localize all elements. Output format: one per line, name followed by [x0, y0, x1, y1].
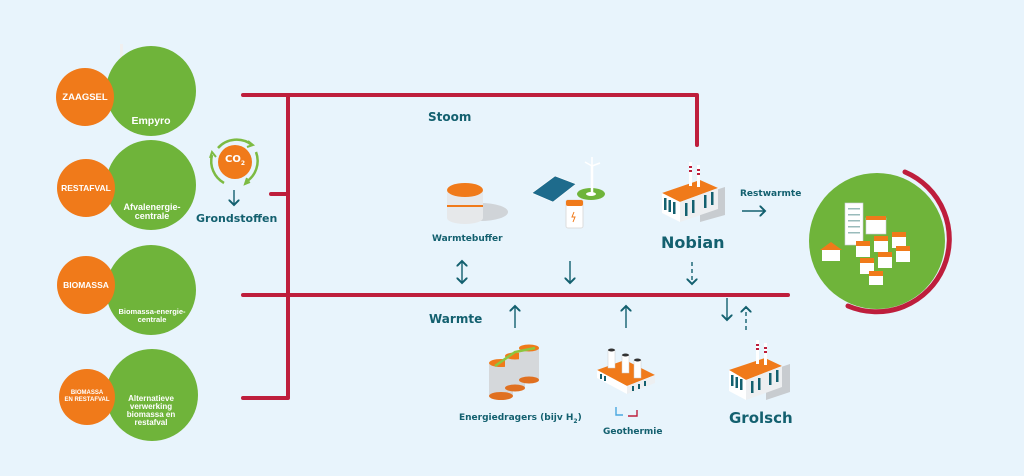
input-circle-restafval: RESTAFVAL [57, 159, 115, 217]
plant-label: Alternatieve verwerking biomassa en rest… [126, 394, 176, 427]
nobian-label: Nobian [661, 233, 725, 252]
plant-label: Afvalenergie- centrale [123, 202, 181, 221]
input-circle-biomassa-en-restafval: BIOMASSA EN RESTAFVAL [59, 369, 115, 425]
co2-label: CO2 [224, 154, 246, 167]
plant-circle-empyro [106, 46, 196, 136]
grondstoffen-label: Grondstoffen [196, 212, 278, 225]
geothermal-plant-icon [597, 348, 655, 417]
grolsch-factory-icon [729, 340, 790, 400]
grolsch-label: Grolsch [729, 409, 793, 427]
steam-pipe [241, 93, 699, 147]
input-label: ZAAGSEL [62, 91, 108, 103]
energy-carriers-label: Energiedragers (bijv H2) [459, 413, 582, 425]
plant-circle-afvalenergiecentrale [106, 140, 196, 230]
input-label: BIOMASSA [63, 280, 109, 290]
input-circle-zaagsel: ZAAGSEL [56, 68, 114, 126]
input-label: RESTAFVAL [61, 183, 111, 193]
plant-label: Empyro [131, 115, 171, 127]
plant-circle-alternatieve-verwerking [106, 349, 198, 441]
houses-icon [820, 202, 910, 285]
plant-circle-biomassa-energiecentrale [106, 245, 196, 335]
restwarmte-label: Restwarmte [740, 189, 802, 199]
steam-network-label: Stoom [428, 110, 472, 124]
energy-carrier-tanks-icon [489, 344, 539, 400]
input-circle-biomassa: BIOMASSA [57, 256, 115, 314]
heat-buffer-label: Warmtebuffer [432, 234, 503, 244]
heat-buffer-icon [447, 183, 508, 224]
geothermal-label: Geothermie [603, 427, 663, 437]
solar-wind-battery-icon [531, 157, 605, 229]
heat-network-label: Warmte [429, 312, 483, 326]
input-label: BIOMASSA EN RESTAFVAL [64, 390, 110, 403]
nobian-factory-icon [662, 162, 725, 222]
trunk-pipe [241, 93, 290, 400]
co2-cycle-icon [209, 138, 259, 205]
plant-label: Biomassa-energie- centrale [118, 307, 186, 324]
